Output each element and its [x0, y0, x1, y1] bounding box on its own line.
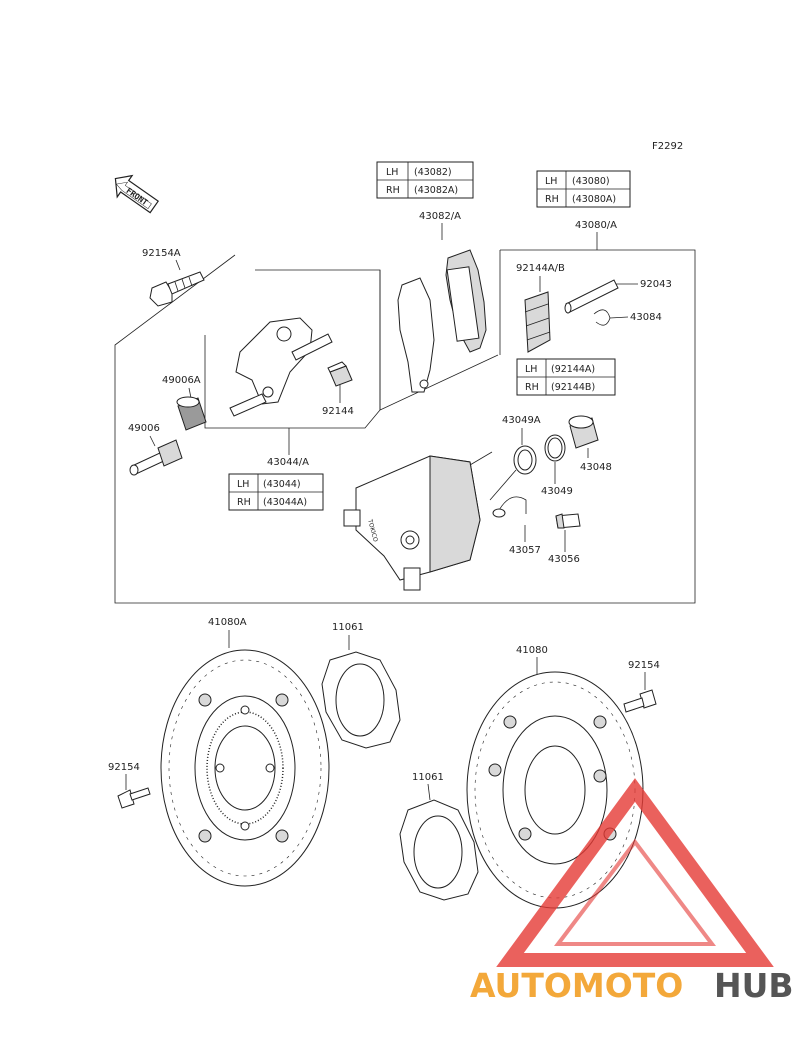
bracket-43044 — [229, 317, 333, 417]
watermark-triangle-icon — [496, 778, 774, 967]
seal-43049 — [544, 434, 566, 462]
pin-49006 — [129, 439, 183, 476]
table-43044: LH (43044) RH (43044A) — [228, 473, 324, 511]
caliper-body: TOKICO — [343, 455, 481, 591]
svg-text:RH: RH — [237, 497, 251, 508]
bleeder-43056 — [555, 513, 581, 529]
brake-disc-41080A — [160, 649, 330, 887]
boot-49006A — [176, 396, 207, 431]
callout-49006A: 49006A — [162, 375, 201, 386]
callout-43057: 43057 — [509, 545, 541, 556]
svg-text:(92144B): (92144B) — [551, 382, 595, 393]
bracket-frame — [204, 269, 381, 429]
caliper-assembly-frame — [114, 249, 696, 604]
pin-92043 — [564, 279, 619, 314]
callout-92154A: 92154A — [142, 248, 181, 259]
svg-text:(43044): (43044) — [263, 479, 301, 490]
figure-code: F2292 — [652, 141, 683, 152]
svg-text:LH: LH — [237, 479, 249, 490]
table-43080: LH (43080) RH (43080A) — [536, 170, 631, 208]
svg-text:LH: LH — [545, 176, 557, 187]
svg-text:(92144A): (92144A) — [551, 364, 595, 375]
callout-43044A: 43044/A — [267, 457, 309, 468]
callout-43049: 43049 — [541, 486, 573, 497]
svg-text:RH: RH — [545, 194, 559, 205]
callout-92043: 92043 — [640, 279, 672, 290]
callout-41080A: 41080A — [208, 617, 247, 628]
clip-92144 — [327, 361, 353, 387]
clip-43084 — [593, 309, 611, 326]
svg-text:RH: RH — [386, 185, 400, 196]
svg-text:(43080): (43080) — [572, 176, 610, 187]
pipe-43057 — [492, 496, 527, 518]
table-43082: LH (43082) RH (43082A) — [376, 161, 474, 199]
brake-disc-41080 — [466, 671, 644, 909]
svg-text:(43082A): (43082A) — [414, 185, 458, 196]
callout-92154-left: 92154 — [108, 762, 140, 773]
svg-text:RH: RH — [525, 382, 539, 393]
plate-11061-top — [321, 651, 401, 749]
plate-11061-bottom — [399, 799, 479, 901]
bolt-92154-left — [117, 787, 151, 809]
front-arrow-icon: FRONT — [114, 174, 160, 214]
seal-43049A — [513, 445, 537, 475]
callout-43049A: 43049A — [502, 415, 541, 426]
callout-49006: 49006 — [128, 423, 160, 434]
watermark-text-automoto: AUTOMOTO — [470, 966, 683, 1005]
callout-92144AB: 92144A/B — [516, 263, 565, 274]
watermark-text-hub: HUB — [714, 966, 794, 1005]
svg-text:(43080A): (43080A) — [572, 194, 616, 205]
piston-43048 — [568, 415, 599, 449]
callout-41080: 41080 — [516, 645, 548, 656]
callout-43080A: 43080/A — [575, 220, 617, 231]
svg-text:(43082): (43082) — [414, 167, 452, 178]
callout-92144: 92144 — [322, 406, 354, 417]
callout-11061-top: 11061 — [332, 622, 364, 633]
svg-text:LH: LH — [386, 167, 398, 178]
spring-92144AB — [524, 291, 551, 353]
table-92144: LH (92144A) RH (92144B) — [516, 358, 616, 396]
callout-43056: 43056 — [548, 554, 580, 565]
callout-11061-bottom: 11061 — [412, 772, 444, 783]
automotohub-watermark: AUTOMOTO HUB — [470, 778, 794, 1005]
callout-43082A: 43082/A — [419, 211, 461, 222]
svg-text:LH: LH — [525, 364, 537, 375]
svg-text:(43044A): (43044A) — [263, 497, 307, 508]
callout-43084: 43084 — [630, 312, 662, 323]
callout-43048: 43048 — [580, 462, 612, 473]
callout-92154-right: 92154 — [628, 660, 660, 671]
bolt-92154A — [149, 271, 205, 307]
bolt-92154-right — [623, 689, 657, 713]
brake-pads-43082 — [397, 249, 487, 393]
